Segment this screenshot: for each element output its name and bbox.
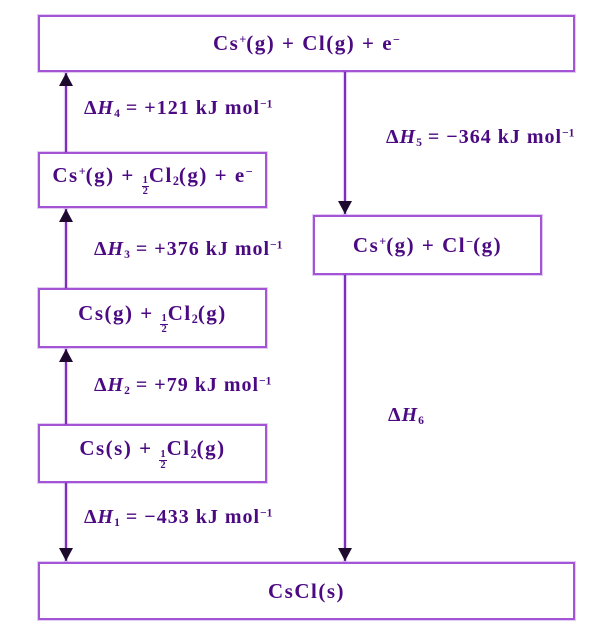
label-dh5: ΔH5 = −364 kJ mol−1: [386, 126, 574, 149]
enthalpy-step-subscript: 3: [124, 247, 130, 261]
up-arrowhead-icon: [59, 209, 73, 222]
formula-text: CsCl(s): [268, 579, 345, 604]
formula-text: Cs+(g) + Cl(g) + e−: [213, 31, 400, 56]
formula-segment: Cl: [167, 300, 192, 325]
formula-segment: Cs: [213, 31, 240, 55]
up-arrowhead-icon: [59, 73, 73, 86]
delta-symbol: Δ: [388, 404, 402, 426]
fraction-denominator: 2: [159, 459, 167, 471]
exponent: −1: [562, 126, 575, 140]
formula-text: Cs+(g) + Cl−(g): [353, 233, 502, 258]
formula-segment: Cs: [352, 232, 380, 257]
box-cs-ion-cl-gas-electron: Cs+(g) + Cl(g) + e−: [38, 15, 575, 72]
delta-symbol: Δ: [94, 374, 108, 396]
formula-segment: (g) + Cl(g) + e: [246, 31, 394, 55]
enthalpy-value: = +376 kJ mol: [129, 238, 271, 260]
formula-segment: (g): [196, 436, 226, 461]
box-cs-ion-cl-ion: Cs+(g) + Cl−(g): [313, 215, 542, 275]
charge-superscript: +: [379, 233, 387, 248]
exponent: −1: [270, 238, 283, 252]
formula-segment: (g) + Cl: [386, 232, 467, 257]
enthalpy-step-subscript: 4: [114, 106, 120, 120]
formula-segment: Cl: [148, 162, 173, 187]
enthalpy-symbol: H: [97, 506, 115, 528]
formula-segment: Cs(g) +: [78, 300, 161, 325]
formula-subscript: 2: [172, 173, 179, 188]
arrow-line-dh3: [65, 209, 67, 288]
exponent: −1: [260, 97, 273, 111]
formula-segment: Cl: [166, 436, 191, 461]
delta-symbol: Δ: [386, 126, 400, 148]
enthalpy-symbol: H: [401, 404, 419, 426]
enthalpy-symbol: H: [107, 238, 125, 260]
delta-symbol: Δ: [94, 238, 108, 260]
formula-subscript: 2: [191, 311, 198, 326]
enthalpy-step-subscript: 5: [416, 135, 422, 149]
enthalpy-step-subscript: 2: [124, 383, 130, 397]
formula-segment: CsCl(s): [268, 578, 345, 603]
fraction-denominator: 2: [160, 324, 168, 336]
formula-segment: (g) +: [85, 162, 142, 187]
formula-segment: (g) + e: [178, 162, 246, 187]
label-dh1: ΔH1 = −433 kJ mol−1: [84, 506, 272, 529]
down-arrowhead-icon: [59, 548, 73, 561]
formula-subscript: 2: [190, 447, 197, 462]
label-dh4: ΔH4 = +121 kJ mol−1: [84, 97, 272, 120]
delta-symbol: Δ: [84, 97, 98, 119]
arrow-line-dh4: [65, 73, 67, 152]
enthalpy-step-subscript: 6: [418, 413, 424, 427]
formula-segment: (g): [473, 232, 503, 257]
arrow-line-dh1: [65, 483, 67, 561]
arrow-line-dh5: [344, 72, 346, 214]
label-dh2: ΔH2 = +79 kJ mol−1: [94, 374, 271, 397]
formula-segment: Cs(s) +: [79, 436, 160, 461]
formula-segment: (g): [197, 300, 227, 325]
enthalpy-symbol: H: [399, 126, 417, 148]
enthalpy-value: = +79 kJ mol: [129, 374, 260, 396]
charge-superscript: +: [239, 32, 247, 47]
enthalpy-value: = −433 kJ mol: [119, 506, 261, 528]
charge-superscript: +: [78, 164, 86, 179]
fraction-numerator: 1: [142, 175, 148, 187]
enthalpy-symbol: H: [107, 374, 125, 396]
enthalpy-symbol: H: [97, 97, 115, 119]
enthalpy-value: = −364 kJ mol: [421, 126, 563, 148]
enthalpy-value: = +121 kJ mol: [119, 97, 261, 119]
arrow-line-dh6: [344, 275, 346, 561]
charge-superscript: −: [466, 233, 474, 248]
delta-symbol: Δ: [84, 506, 98, 528]
down-arrowhead-icon: [338, 548, 352, 561]
up-arrowhead-icon: [59, 349, 73, 362]
enthalpy-step-subscript: 1: [114, 515, 120, 529]
charge-superscript: −: [245, 164, 253, 179]
arrow-line-dh2: [65, 349, 67, 424]
box-cscl-solid: CsCl(s): [38, 562, 575, 620]
fraction-numerator: 1: [160, 448, 166, 460]
label-dh6: ΔH6: [388, 404, 424, 427]
charge-superscript: −: [393, 32, 400, 47]
label-dh3: ΔH3 = +376 kJ mol−1: [94, 238, 282, 261]
exponent: −1: [260, 506, 273, 520]
formula-segment: Cs: [52, 162, 79, 187]
exponent: −1: [259, 374, 272, 388]
fraction-denominator: 2: [141, 186, 149, 198]
fraction-numerator: 1: [161, 313, 167, 325]
down-arrowhead-icon: [338, 201, 352, 214]
